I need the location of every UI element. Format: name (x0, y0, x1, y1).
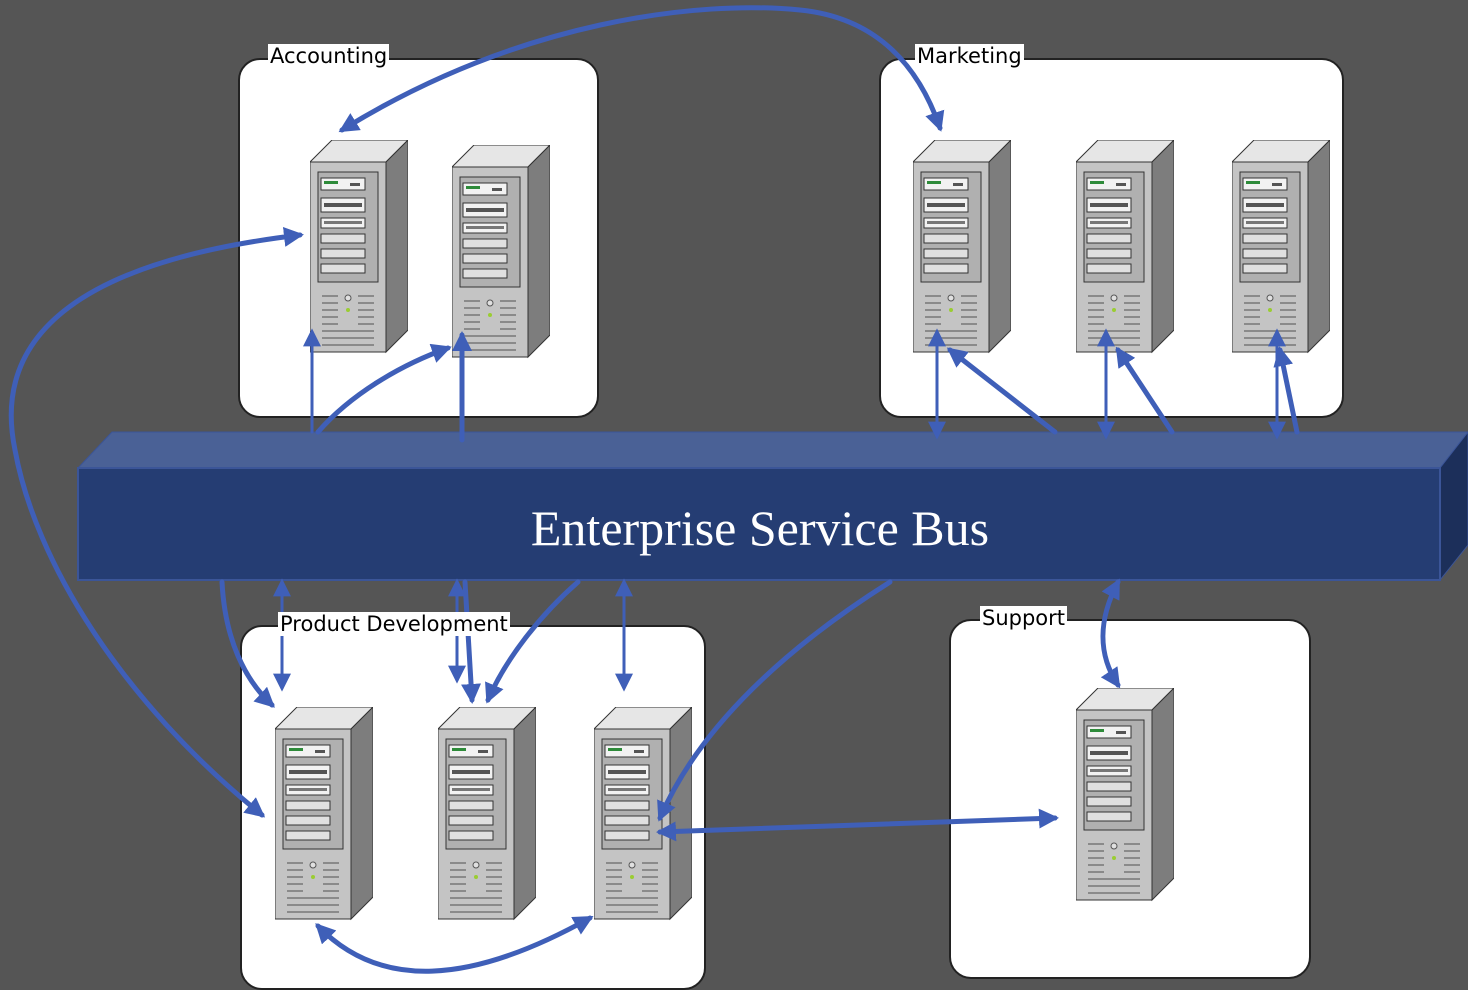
group-label-support: Support (980, 606, 1068, 630)
connector-arrow (1115, 346, 1175, 435)
connector-arrow (1100, 578, 1121, 689)
connector-arrow (8, 226, 304, 818)
thick-connectors (219, 331, 1300, 974)
connector-arrow (656, 808, 1059, 842)
connector-arrow (219, 579, 275, 708)
connector-arrow (657, 579, 893, 822)
connector-arrow (315, 915, 594, 974)
connector-arrow (946, 347, 1058, 435)
connector-arrow (338, 5, 945, 133)
connector-arrow (315, 343, 452, 435)
group-label-product-development: Product Development (278, 612, 510, 636)
enterprise-service-bus: Enterprise Service Bus (76, 431, 1468, 582)
connector-arrow (485, 579, 581, 704)
connector-arrow (461, 579, 482, 704)
long-connectors (8, 5, 945, 818)
group-label-accounting: Accounting (268, 44, 390, 68)
bus-label: Enterprise Service Bus (531, 500, 989, 556)
group-label-marketing: Marketing (915, 44, 1024, 68)
connector-arrow (1273, 346, 1300, 435)
